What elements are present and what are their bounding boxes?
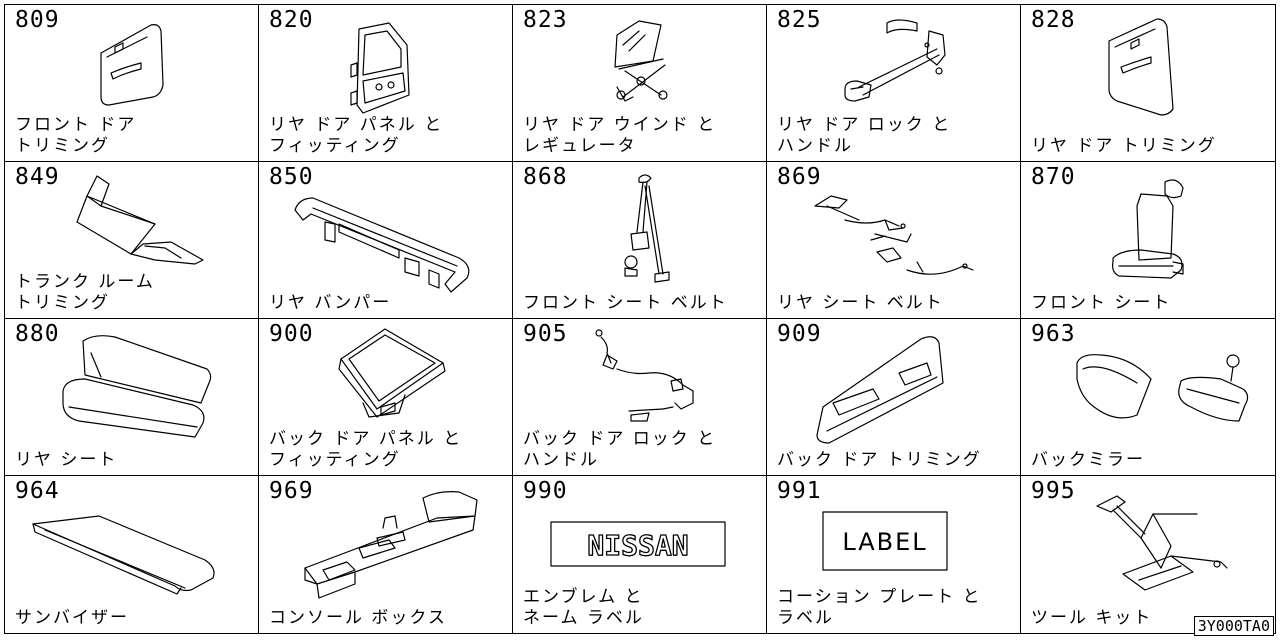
part-828-cell[interactable]: 828 リヤ ドア トリミング — [1021, 5, 1275, 162]
part-code: 990 — [523, 478, 568, 504]
document-id: 3Y000TA0 — [1193, 616, 1274, 636]
part-868-cell[interactable]: 868 フロント シート ベルト — [513, 162, 767, 319]
part-969-cell[interactable]: 969 コンソール ボックス — [259, 476, 513, 633]
part-code: 809 — [15, 7, 60, 33]
part-name: バック ドア トリミング — [777, 450, 982, 470]
label-plate-icon: LABEL — [822, 511, 948, 571]
part-code: 868 — [523, 164, 568, 190]
part-code: 828 — [1031, 7, 1076, 33]
rear-bumper-icon — [294, 197, 470, 293]
part-880-cell[interactable]: 880 リヤ シート — [5, 319, 259, 476]
front-door-trim-icon — [100, 24, 164, 106]
part-name: リヤ ドア ロック と ハンドル — [777, 115, 952, 156]
jack-tool-icon — [1096, 495, 1228, 591]
part-991-cell[interactable]: LABEL 991 コーション プレート と ラベル — [767, 476, 1021, 633]
part-850-cell[interactable]: 850 リヤ バンパー — [259, 162, 513, 319]
part-964-cell[interactable]: 964 サンバイザー — [5, 476, 259, 633]
part-name: ツール キット — [1031, 608, 1153, 628]
emblem-text: NISSAN — [587, 529, 688, 562]
part-820-cell[interactable]: 820 リヤ ドア パネル と フィッティング — [259, 5, 513, 162]
back-door-trim-icon — [816, 336, 944, 444]
part-995-cell[interactable]: 995 ツール キット — [1021, 476, 1275, 633]
back-door-panel-icon — [338, 328, 446, 418]
part-name: リヤ ドア トリミング — [1031, 136, 1217, 156]
rear-door-panel-icon — [350, 22, 410, 114]
sun-visor-icon — [32, 515, 215, 595]
part-name: バック ドア パネル と フィッティング — [269, 429, 463, 470]
part-name: トランク ルーム トリミング — [15, 272, 155, 313]
part-name: リヤ ドア ウインド と レギュレータ — [523, 115, 717, 156]
part-870-cell[interactable]: 870 フロント シート — [1021, 162, 1275, 319]
part-name: フロント シート ベルト — [523, 293, 728, 313]
part-name: リヤ ドア パネル と フィッティング — [269, 115, 444, 156]
rear-seat-belt-icon — [814, 195, 974, 275]
part-code: 820 — [269, 7, 314, 33]
front-seat-icon — [1112, 179, 1184, 279]
back-door-lock-icon — [595, 329, 694, 422]
part-990-cell[interactable]: NISSAN 990 エンブレム と ネーム ラベル — [513, 476, 767, 633]
rear-door-trim-icon — [1108, 18, 1174, 116]
part-code: 905 — [523, 321, 568, 347]
part-809-cell[interactable]: 809 フロント ドア トリミング — [5, 5, 259, 162]
part-name: フロント ドア トリミング — [15, 115, 137, 156]
part-name: エンブレム と ネーム ラベル — [523, 587, 644, 628]
part-code: 869 — [777, 164, 822, 190]
part-name: バック ドア ロック と ハンドル — [523, 429, 717, 470]
part-name: コンソール ボックス — [269, 608, 447, 628]
part-name: フロント シート — [1031, 293, 1172, 313]
part-code: 823 — [523, 7, 568, 33]
part-code: 991 — [777, 478, 822, 504]
parts-grid: 809 フロント ドア トリミング 820 リヤ ドア パネル と フィッティン… — [4, 4, 1276, 634]
part-name: コーション プレート と ラベル — [777, 587, 982, 628]
trunk-trim-icon — [76, 175, 204, 265]
part-909-cell[interactable]: 909 バック ドア トリミング — [767, 319, 1021, 476]
front-seat-belt-icon — [624, 174, 670, 283]
part-code: 909 — [777, 321, 822, 347]
door-lock-handle-icon — [844, 19, 946, 102]
part-name: リヤ シート — [15, 450, 118, 470]
mirror-icon — [1076, 354, 1249, 422]
part-code: 900 — [269, 321, 314, 347]
part-code: 963 — [1031, 321, 1076, 347]
part-code: 880 — [15, 321, 60, 347]
part-code: 995 — [1031, 478, 1076, 504]
part-name: バックミラー — [1031, 450, 1145, 470]
part-823-cell[interactable]: 823 リヤ ドア ウインド と レギュレータ — [513, 5, 767, 162]
nissan-emblem-icon: NISSAN — [550, 521, 726, 567]
rear-seat-icon — [62, 335, 212, 438]
part-name: リヤ バンパー — [269, 293, 392, 313]
part-825-cell[interactable]: 825 リヤ ドア ロック と ハンドル — [767, 5, 1021, 162]
part-849-cell[interactable]: 849 トランク ルーム トリミング — [5, 162, 259, 319]
part-code: 870 — [1031, 164, 1076, 190]
part-name: サンバイザー — [15, 608, 129, 628]
console-box-icon — [304, 491, 478, 599]
window-regulator-icon — [614, 20, 668, 102]
part-900-cell[interactable]: 900 バック ドア パネル と フィッティング — [259, 319, 513, 476]
part-name: リヤ シート ベルト — [777, 293, 944, 313]
part-code: 850 — [269, 164, 314, 190]
part-905-cell[interactable]: 905 バック ドア ロック と ハンドル — [513, 319, 767, 476]
part-code: 969 — [269, 478, 314, 504]
label-text: LABEL — [842, 528, 927, 556]
part-code: 825 — [777, 7, 822, 33]
part-code: 964 — [15, 478, 60, 504]
part-869-cell[interactable]: 869 リヤ シート ベルト — [767, 162, 1021, 319]
part-963-cell[interactable]: 963 バックミラー — [1021, 319, 1275, 476]
part-code: 849 — [15, 164, 60, 190]
